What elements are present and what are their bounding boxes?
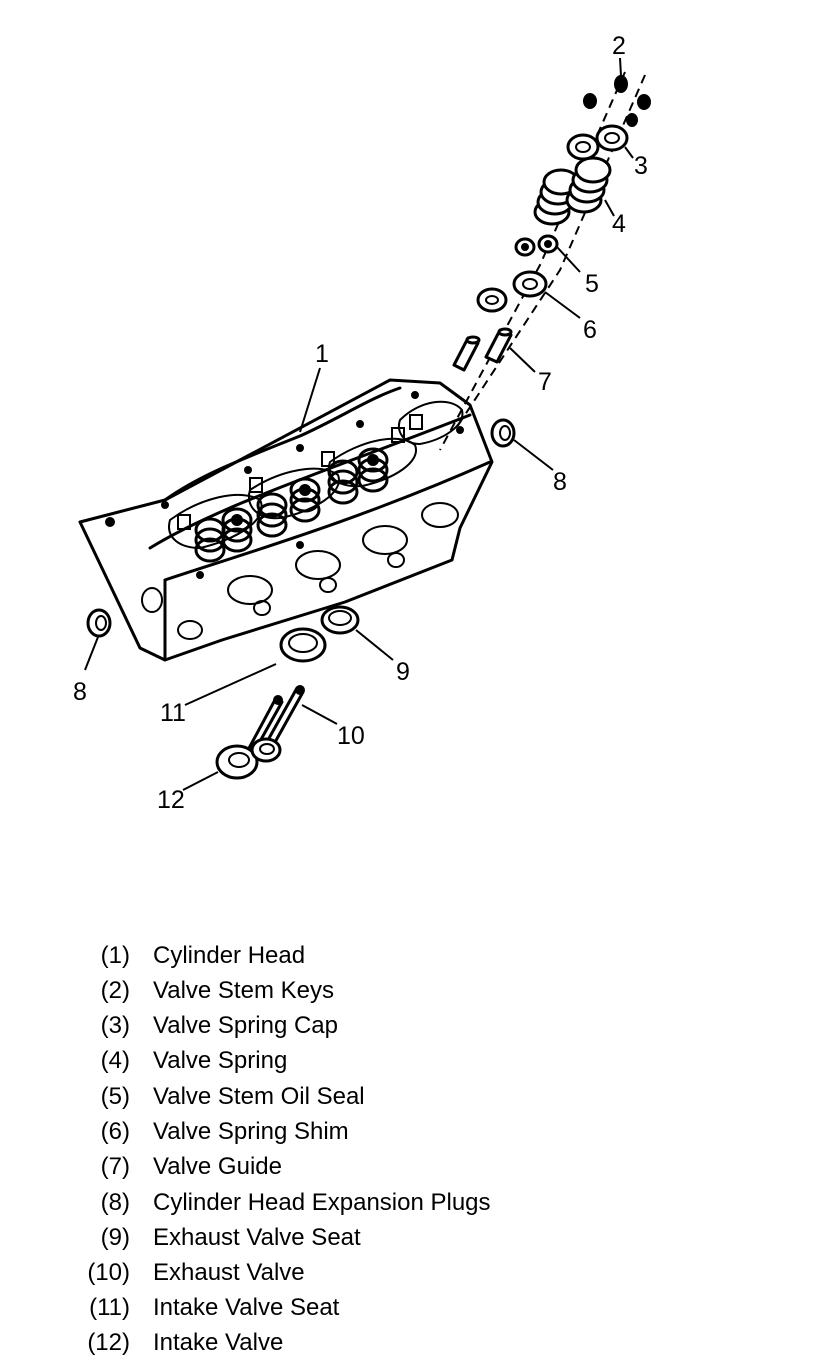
valve-guide-drawing <box>452 327 513 372</box>
valve-spring-drawing <box>533 156 612 226</box>
legend-label: Valve Spring Cap <box>153 1012 338 1039</box>
callout-12: 12 <box>157 786 185 814</box>
callout-3: 3 <box>634 152 648 180</box>
valve-spring-shim-drawing <box>476 270 548 313</box>
legend-item: (9) Exhaust Valve Seat <box>0 1223 816 1253</box>
legend-label: Valve Spring <box>153 1047 288 1074</box>
valve-seat-drawing <box>279 605 360 663</box>
leader-lines <box>84 57 634 791</box>
callout-5: 5 <box>585 270 599 298</box>
cylinder-head-drawing <box>78 378 494 662</box>
legend-item: (8) Cylinder Head Expansion Plugs <box>0 1188 816 1218</box>
legend-label: Exhaust Valve <box>153 1259 305 1286</box>
legend-label: Valve Guide <box>153 1153 282 1180</box>
expansion-plug-drawing <box>86 418 516 638</box>
legend-item: (11) Intake Valve Seat <box>0 1293 816 1323</box>
legend-number: (9) <box>100 1224 130 1251</box>
legend-item: (7) Valve Guide <box>0 1152 816 1182</box>
legend-label: Intake Valve Seat <box>153 1294 340 1321</box>
legend-label: Exhaust Valve Seat <box>153 1224 361 1251</box>
callout-11: 11 <box>160 699 186 727</box>
valve-stem-keys-drawing <box>583 75 651 127</box>
legend-label: Cylinder Head Expansion Plugs <box>153 1189 491 1216</box>
callout-8-right: 8 <box>553 468 567 496</box>
callout-4: 4 <box>612 210 626 238</box>
legend-item: (1) Cylinder Head <box>0 941 816 971</box>
legend-label: Valve Stem Keys <box>153 977 334 1004</box>
valve-spring-cap-drawing <box>566 124 629 161</box>
legend-label: Cylinder Head <box>153 942 306 969</box>
legend-number: (4) <box>100 1047 130 1074</box>
legend-item: (5) Valve Stem Oil Seal <box>0 1082 816 1112</box>
legend-number: (5) <box>100 1083 130 1110</box>
callout-2: 2 <box>612 32 626 60</box>
legend-label: Valve Spring Shim <box>153 1118 349 1145</box>
legend-item: (3) Valve Spring Cap <box>0 1011 816 1041</box>
callout-1: 1 <box>315 340 329 368</box>
legend-number: (3) <box>100 1012 130 1039</box>
legend-number: (8) <box>100 1189 130 1216</box>
legend-label: Valve Stem Oil Seal <box>153 1083 365 1110</box>
callout-8-left: 8 <box>73 678 87 706</box>
callout-9: 9 <box>396 658 410 686</box>
legend-number: (7) <box>100 1153 130 1180</box>
legend-label: Intake Valve <box>153 1329 284 1356</box>
callout-7: 7 <box>538 368 552 396</box>
legend-item: (2) Valve Stem Keys <box>0 976 816 1006</box>
legend-number: (11) <box>89 1294 130 1321</box>
legend-item: (6) Valve Spring Shim <box>0 1117 816 1147</box>
exploded-view-diagram: 1 2 3 4 5 6 7 8 8 9 10 11 12 <box>73 32 651 814</box>
legend-item: (4) Valve Spring <box>0 1046 816 1076</box>
legend-number: (2) <box>100 977 130 1004</box>
legend-number: (1) <box>100 942 130 969</box>
callout-6: 6 <box>583 316 597 344</box>
legend-number: (6) <box>100 1118 130 1145</box>
legend-item: (10) Exhaust Valve <box>0 1258 816 1288</box>
valve-stem-oil-seal-drawing <box>514 234 559 257</box>
legend-number: (12) <box>87 1329 130 1356</box>
callout-10: 10 <box>337 722 365 750</box>
legend-item: (12) Intake Valve <box>0 1328 816 1358</box>
valve-drawing <box>215 685 305 780</box>
legend-number: (10) <box>87 1259 130 1286</box>
